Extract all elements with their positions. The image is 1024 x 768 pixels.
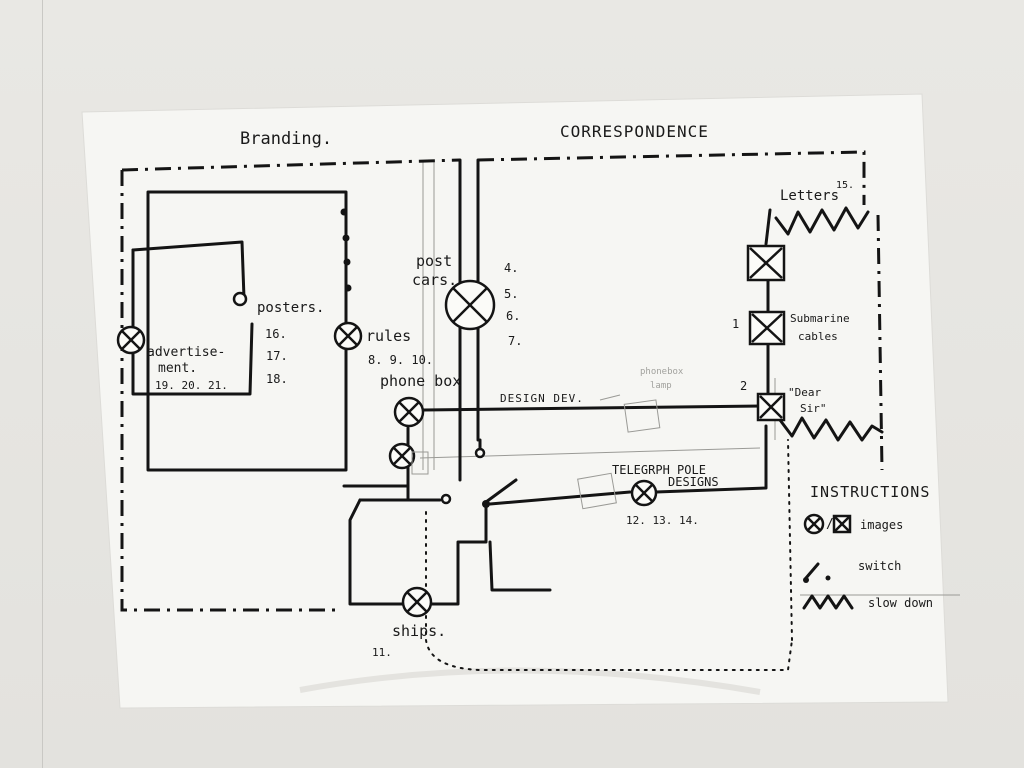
svg-text:/: /: [826, 517, 834, 532]
telegraph-lamp-icon: [630, 479, 658, 507]
dear-sir-label-1: "Dear: [788, 386, 821, 399]
legend-title: INSTRUCTIONS: [810, 483, 930, 501]
legend-box-lamp-icon: [832, 514, 852, 534]
poster-number-18: 18.: [266, 372, 288, 386]
design-dev-label: DESIGN DEV.: [500, 392, 584, 405]
correspondence-heading: CORRESPONDENCE: [560, 122, 709, 141]
rules-numbers: 8. 9. 10.: [368, 353, 433, 367]
legend-switch-icon: [803, 562, 831, 583]
phonebox-lamp-pencil-note-1: phonebox: [640, 367, 684, 377]
submarine-box-lamp-icon: [748, 310, 786, 346]
paper-sheet: [81, 93, 949, 709]
post-cars-lamp-icon: [444, 279, 496, 331]
post-number-6: 6.: [506, 309, 520, 323]
submarine-number: 1: [732, 317, 739, 331]
poster-number-16: 16.: [265, 327, 287, 341]
phone-box-label: phone box: [380, 372, 461, 390]
letters-number: 15.: [836, 180, 854, 191]
post-number-4: 4.: [504, 261, 518, 275]
advertisement-label-2: ment.: [158, 361, 197, 376]
legend-switch-label: switch: [858, 559, 901, 573]
ships-lamp-icon: [401, 586, 433, 618]
pencil-sketch-boxes: [411, 399, 661, 510]
legend-slow-down-label: slow down: [868, 596, 933, 610]
phonebox-lamp-pencil-note-2: lamp: [650, 381, 672, 391]
wall-corner-line: [42, 0, 43, 768]
post-cars-label-1: post: [416, 252, 452, 270]
telegraph-label-2: DESIGNS: [668, 475, 719, 489]
submarine-label-1: Submarine: [790, 312, 850, 325]
legend: /: [802, 513, 854, 610]
slow-down-zigzags: [774, 206, 884, 442]
submarine-label-2: cables: [798, 330, 838, 343]
legend-circle-lamp-icon: [803, 513, 825, 535]
ships-number: 11.: [372, 646, 392, 659]
poster-number-17: 17.: [266, 349, 288, 363]
ships-label: ships.: [392, 622, 446, 640]
letters-box-lamp-icon: [746, 244, 786, 282]
pencil-guides: [419, 162, 960, 596]
advertisement-lamp-icon: [116, 325, 146, 355]
dear-sir-box-lamp-icon: [756, 392, 786, 422]
advertisement-numbers: 19. 20. 21.: [155, 379, 228, 392]
phone-box-lamp-icon: [393, 396, 425, 428]
legend-zigzag-icon: [802, 594, 854, 610]
branding-heading: Branding.: [240, 129, 332, 149]
post-number-5: 5.: [504, 287, 518, 301]
dear-sir-label-2: Sir": [800, 402, 827, 415]
telegraph-label-1: TELEGRPH POLE: [612, 463, 706, 477]
rules-lamp-icon: [333, 321, 363, 351]
post-cars-label-2: cars.: [412, 271, 457, 289]
advertisement-label-1: advertise-: [147, 345, 225, 360]
dear-sir-number: 2: [740, 379, 747, 393]
letters-label: Letters: [780, 188, 839, 204]
legend-images-label: images: [860, 518, 903, 532]
telegraph-numbers: 12. 13. 14.: [626, 514, 699, 527]
post-number-7: 7.: [508, 334, 522, 348]
branding-inner-boxes: [131, 190, 352, 472]
wiring: [342, 208, 772, 606]
rules-label: rules: [366, 327, 411, 345]
posters-label: posters.: [257, 300, 324, 316]
phone-box-lamp-2-icon: [388, 442, 416, 470]
